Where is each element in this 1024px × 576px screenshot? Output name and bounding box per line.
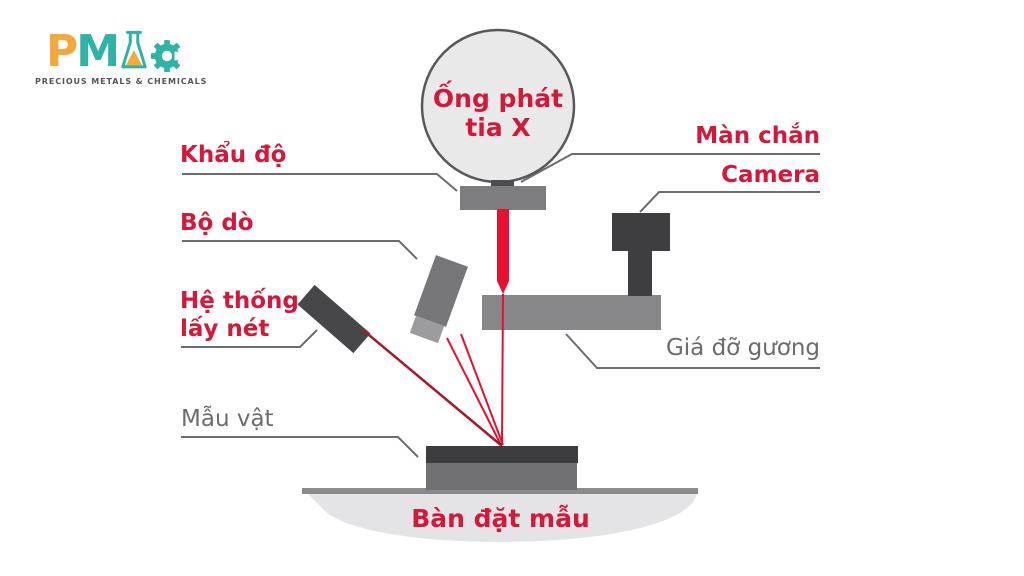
camera-body: [612, 213, 670, 251]
label-aperture: Khẩu độ: [180, 142, 287, 168]
flask-icon: [121, 30, 147, 69]
detector-tip: [409, 315, 445, 344]
sample-table-dish: [307, 493, 697, 542]
label-camera: Camera: [721, 162, 820, 188]
mirror-mount-bar: [482, 295, 661, 330]
shield-strip: [491, 180, 514, 187]
label-focusing-system: Hệ thống lấy nét: [180, 288, 307, 342]
label-xray-tube: Ống phát tia X: [432, 84, 572, 142]
focusing-system-body: [297, 284, 371, 354]
leader-specimen: [181, 436, 419, 458]
specimen-body: [426, 462, 577, 490]
leader-mirror-mount: [565, 333, 820, 369]
label-sample-table: Bàn đặt mẫu: [411, 504, 590, 533]
focusing-ray: [362, 329, 503, 447]
detector-assembly: [409, 255, 468, 344]
leader-detector: [182, 240, 418, 260]
detector-ray-2: [460, 333, 504, 446]
leader-camera: [639, 191, 820, 213]
detector-ray-1: [446, 337, 502, 446]
leader-lines: [181, 153, 820, 458]
gear-c-icon: [150, 39, 185, 73]
logo-letter-m: M: [76, 26, 120, 77]
logo-letter-p: P: [45, 26, 78, 77]
label-specimen: Mẫu vật: [181, 406, 274, 432]
specimen-top: [426, 446, 578, 463]
label-shield: Màn chắn: [695, 123, 820, 149]
aperture-block: [460, 186, 546, 210]
label-mirror-mount: Giá đỡ gương: [665, 335, 820, 361]
leader-focusing-system: [181, 329, 318, 348]
leader-shield: [520, 153, 820, 183]
camera-neck: [628, 251, 652, 296]
detector-body: [414, 255, 468, 327]
leader-aperture: [182, 173, 458, 192]
logo-tagline: PRECIOUS METALS & CHEMICALS: [35, 77, 208, 86]
label-detector: Bộ dò: [180, 210, 254, 236]
xray-beam-thick: [497, 209, 509, 294]
xray-beam-thin: [501, 293, 504, 446]
sample-table-top-edge: [302, 488, 698, 494]
